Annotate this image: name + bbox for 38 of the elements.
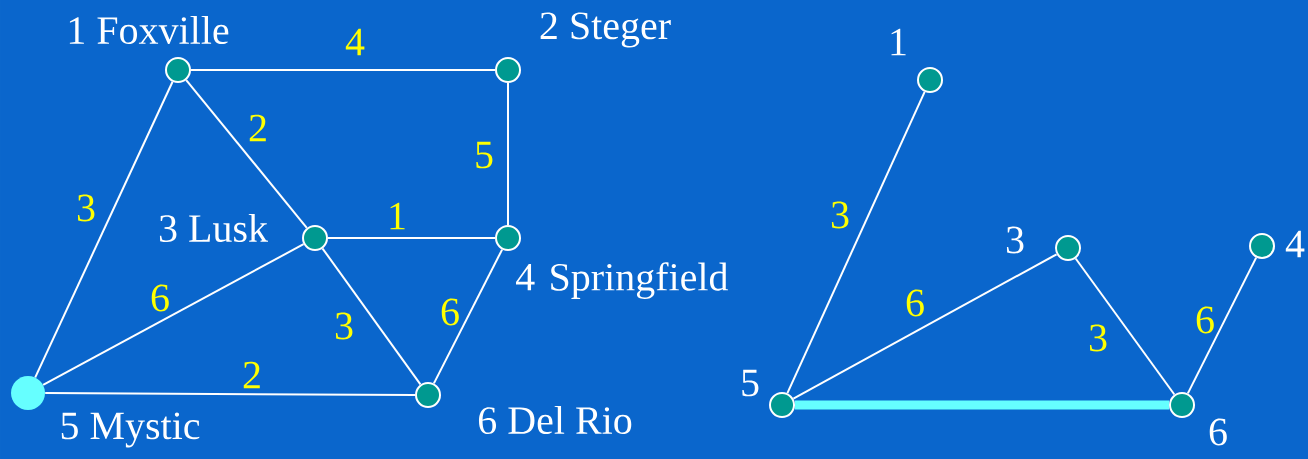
- edge-label: 5: [476, 141, 493, 169]
- edge: [34, 80, 174, 379]
- edge-label: 3: [831, 201, 849, 229]
- edge-label: 2: [249, 114, 266, 142]
- edge: [321, 247, 422, 386]
- edge-label: 2: [243, 361, 260, 389]
- edge-label: 6: [151, 284, 169, 312]
- edge: [42, 243, 305, 386]
- edge: [795, 400, 1169, 410]
- edge: [432, 248, 504, 385]
- node-label: 4: [1285, 230, 1305, 258]
- edge: [1186, 256, 1258, 395]
- edge-label: 6: [441, 298, 459, 326]
- node-label: 3 Lusk: [159, 213, 268, 243]
- edge: [185, 79, 308, 229]
- node-label: 1: [891, 28, 906, 56]
- edge-label: 4: [345, 28, 365, 56]
- edge-label: 3: [77, 194, 95, 222]
- node-label: 3: [1006, 226, 1024, 254]
- edge: [327, 237, 496, 239]
- edge-label: 6: [1196, 306, 1214, 334]
- node-label: 6 Del Rio: [478, 405, 632, 435]
- edge: [1074, 257, 1176, 396]
- edge-label: 3: [1089, 324, 1107, 352]
- edge: [190, 69, 496, 71]
- edge-label: 3: [335, 312, 353, 340]
- node-label: 5 Mystic: [61, 412, 200, 448]
- node-label: 2 Steger: [540, 12, 671, 48]
- edge-label: 1: [390, 202, 405, 230]
- node-label: 5: [742, 369, 759, 397]
- edge: [44, 392, 416, 396]
- edge: [507, 82, 509, 226]
- edge-label: 6: [906, 289, 924, 317]
- edge: [792, 253, 1058, 400]
- node-label: 1 Foxville: [69, 15, 229, 45]
- node-label: 4 Springfield: [516, 262, 729, 299]
- node-label: 6: [1209, 418, 1227, 446]
- edge: [786, 90, 926, 395]
